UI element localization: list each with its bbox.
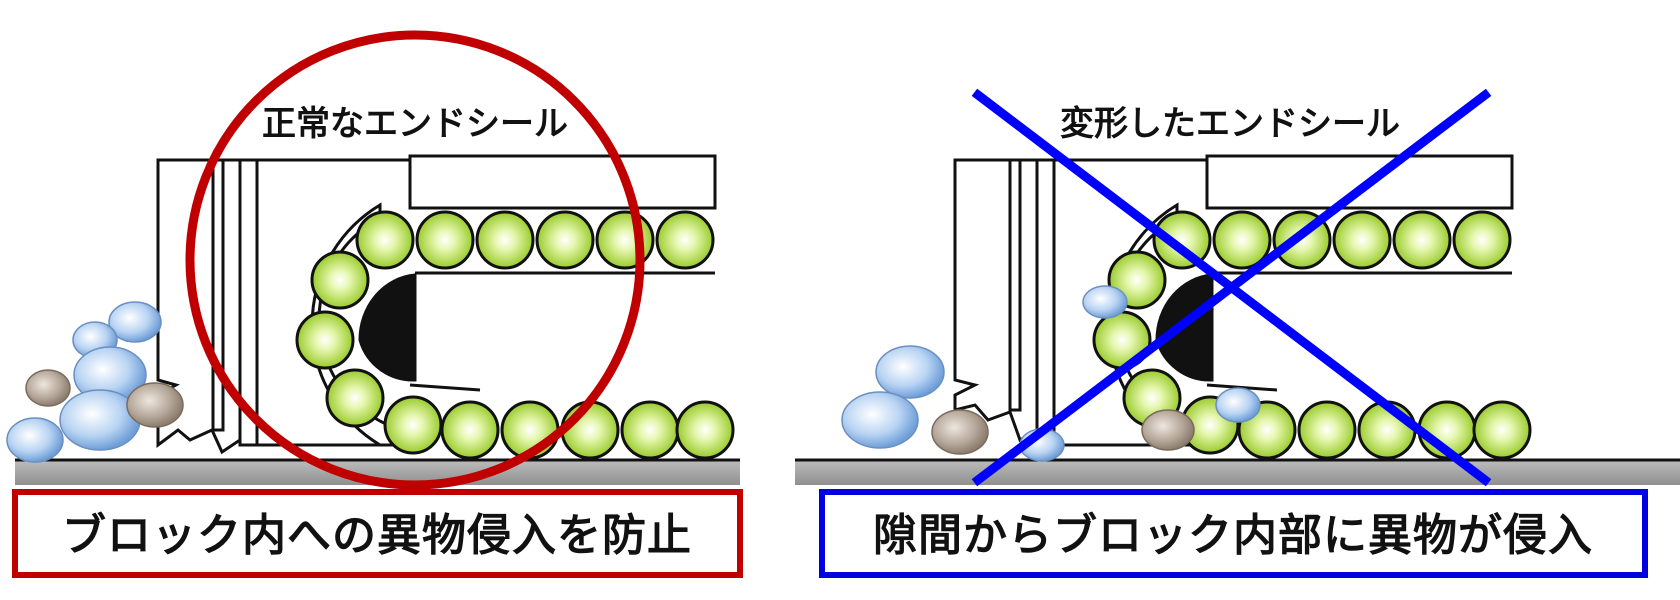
- ball: [535, 210, 595, 270]
- right-heading: 変形したエンドシール: [1060, 104, 1400, 144]
- ball: [440, 400, 500, 460]
- ball: [620, 400, 680, 460]
- left-heading: 正常なエンドシール: [262, 104, 568, 144]
- ball: [1212, 210, 1272, 270]
- left-caption: ブロック内への異物侵入を防止: [62, 510, 692, 561]
- ball: [355, 210, 415, 270]
- ball: [383, 395, 443, 455]
- ball: [1152, 210, 1212, 270]
- ball: [415, 210, 475, 270]
- ball: [295, 310, 355, 370]
- ball: [325, 368, 385, 428]
- left-panel: 正常なエンドシール ブロック内への異物侵入を防止: [6, 30, 743, 578]
- ball: [1332, 210, 1392, 270]
- right-dust: [841, 285, 1261, 462]
- ball: [675, 400, 735, 460]
- left-caption-box: [12, 489, 743, 578]
- right-caption: 隙間からブロック内部に異物が侵入: [873, 510, 1593, 561]
- ball: [475, 210, 535, 270]
- right-panel: 変形したエンドシール 隙間からブロック内部に異物が侵入: [795, 88, 1680, 578]
- ball: [1297, 400, 1357, 460]
- left-balls: [295, 210, 735, 460]
- right-rail: [795, 460, 1680, 485]
- ball: [1472, 400, 1532, 460]
- left-dust: [6, 301, 184, 463]
- ball: [595, 210, 655, 270]
- ball: [655, 210, 715, 270]
- ball: [1392, 210, 1452, 270]
- right-caption-box: [819, 489, 1648, 578]
- ball: [1452, 210, 1512, 270]
- ball: [560, 400, 620, 460]
- ok-circle-mark: [185, 30, 645, 490]
- ball: [310, 250, 370, 310]
- ng-cross-mark: [971, 88, 1492, 487]
